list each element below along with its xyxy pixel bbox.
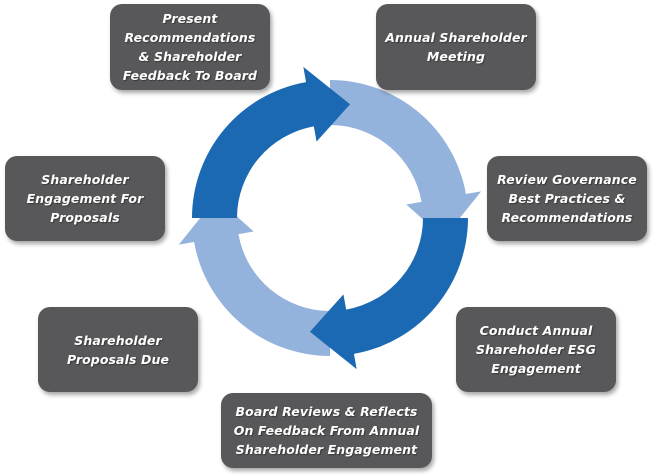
step-esg-engagement: Conduct Annual Shareholder ESG Engagemen… xyxy=(456,307,616,392)
step-label: Review Governance Best Practices & Recom… xyxy=(497,172,637,225)
step-present-recommendations: Present Recommendations & Shareholder Fe… xyxy=(110,4,270,90)
step-proposals-due: Shareholder Proposals Due xyxy=(38,307,198,392)
arrow-right-light xyxy=(330,80,482,239)
arrow-bottom-dark xyxy=(309,218,469,370)
step-engagement-for-proposals: Shareholder Engagement For Proposals xyxy=(5,156,165,241)
step-review-governance: Review Governance Best Practices & Recom… xyxy=(487,156,647,241)
step-label: Present Recommendations & Shareholder Fe… xyxy=(122,11,258,83)
step-annual-meeting: Annual Shareholder Meeting xyxy=(376,4,536,90)
step-board-reviews: Board Reviews & Reflects On Feedback Fro… xyxy=(221,393,432,468)
step-label: Shareholder Engagement For Proposals xyxy=(26,172,144,225)
arrow-left-light xyxy=(178,197,330,356)
step-label: Annual Shareholder Meeting xyxy=(385,30,527,64)
step-label: Board Reviews & Reflects On Feedback Fro… xyxy=(233,404,420,457)
step-label: Conduct Annual Shareholder ESG Engagemen… xyxy=(476,323,596,376)
step-label: Shareholder Proposals Due xyxy=(66,332,170,367)
arrow-top-dark xyxy=(192,66,351,219)
